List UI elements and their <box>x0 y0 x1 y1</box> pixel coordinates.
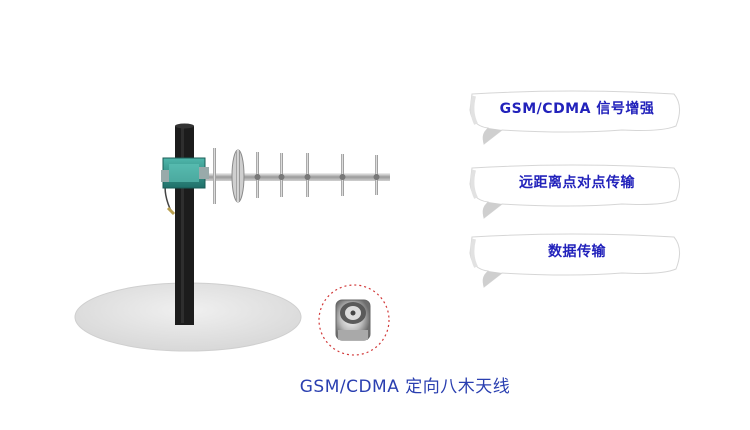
ribbon-shape-icon <box>469 233 680 288</box>
feature-label: GSM/CDMA 信号增强 <box>499 101 655 117</box>
feature-ribbon-signal-boost: GSM/CDMA 信号增强 <box>462 86 684 158</box>
ribbon-shape-icon <box>469 164 680 219</box>
product-caption: GSM/CDMA 定向八木天线 <box>299 377 511 397</box>
ribbon-shape-icon <box>469 90 680 145</box>
mount-bracket-icon <box>161 157 209 189</box>
feature-label: 数据传输 <box>548 244 606 260</box>
n-connector-icon <box>318 284 390 356</box>
feature-ribbon-data-transfer: 数据传输 <box>462 229 684 301</box>
antenna-pole <box>175 126 194 325</box>
director-elements <box>254 152 380 198</box>
feature-label: 远距离点对点传输 <box>519 175 635 191</box>
antenna-boom <box>190 173 390 181</box>
feature-ribbon-long-distance: 远距离点对点传输 <box>462 160 684 232</box>
